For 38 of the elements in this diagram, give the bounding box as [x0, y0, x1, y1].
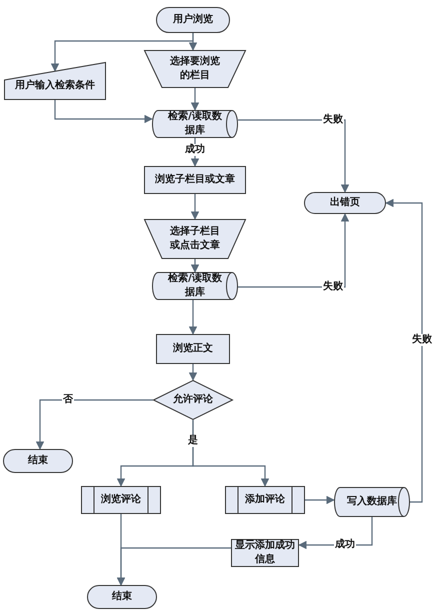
arrow [385, 198, 423, 503]
edge-label: 是 [187, 435, 199, 447]
arrow [50, 33, 194, 72]
arrow [188, 300, 198, 335]
arrow [54, 100, 153, 124]
arrow [192, 420, 270, 487]
arrow [190, 259, 200, 273]
terminal-shape: 用户浏览 [156, 7, 230, 33]
decision-diamond: 允许评论 [153, 380, 233, 420]
arrow [188, 364, 198, 381]
terminal-shape: 结束 [3, 449, 73, 473]
database-cylinder: 检索/读取数据库 [152, 272, 238, 300]
manual-input-box: 用户输入检索条件 [4, 62, 106, 100]
edge-label: 失败 [411, 334, 433, 346]
terminal-shape: 出错页 [304, 192, 386, 214]
arrow [190, 138, 200, 167]
process-box: 浏览正文 [156, 334, 230, 364]
arrow [238, 119, 350, 193]
edge-label: 否 [62, 394, 74, 406]
edge-label: 失败 [322, 281, 344, 293]
arrow [36, 399, 153, 450]
arrow [190, 88, 200, 111]
subprocess-box: 添加评论 [225, 486, 305, 514]
database-cylinder: 检索/读取数据库 [152, 110, 238, 138]
edge-label: 失败 [322, 114, 344, 126]
process-box: 浏览子栏目或文章 [144, 166, 246, 194]
database-cylinder: 写入数据库 [334, 487, 410, 517]
terminal-shape: 结束 [87, 585, 157, 609]
arrow [305, 496, 335, 504]
subprocess-box: 浏览评论 [81, 486, 161, 514]
arrow [116, 514, 126, 586]
manual-operation-trapezoid: 选择要浏览的栏目 [144, 50, 246, 88]
edge-label: 成功 [184, 144, 206, 156]
manual-operation-trapezoid: 选择子栏目或点击文章 [144, 219, 246, 259]
process-box: 显示添加成功信息 [231, 539, 299, 567]
arrow [190, 194, 200, 220]
edge-label: 成功 [334, 539, 356, 551]
arrow [238, 213, 350, 288]
